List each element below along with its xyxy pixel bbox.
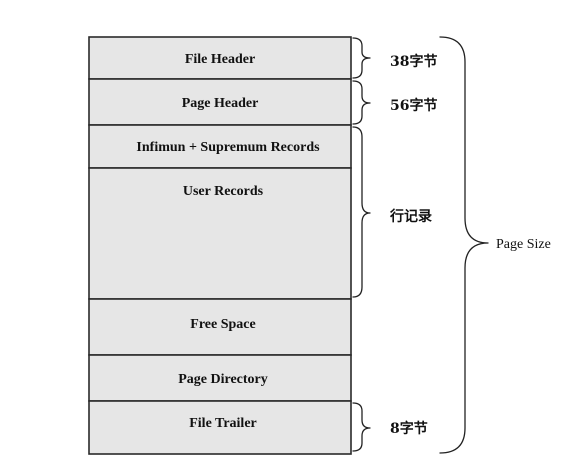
segment-infimum-supremum: Infimun + Supremum Records xyxy=(88,124,352,169)
segment-file-header: File Header xyxy=(88,36,352,80)
segment-page-header: Page Header xyxy=(88,78,352,126)
page-stack: File Header Page Header Infimun + Suprem… xyxy=(88,36,352,455)
file-trailer-brace xyxy=(352,402,371,452)
segment-file-header-box xyxy=(88,36,352,80)
segment-infimum-supremum-label: Infimun + Supremum Records xyxy=(136,140,320,155)
records-brace xyxy=(352,126,371,298)
segment-page-header-box xyxy=(88,78,352,126)
page-header-brace xyxy=(352,80,371,125)
segment-page-header-label: Page Header xyxy=(182,96,259,111)
row-records-label: 行记录 xyxy=(389,208,432,225)
page-size-label: Page Size xyxy=(496,237,551,252)
segment-user-records: User Records xyxy=(88,167,352,300)
segment-infimum-supremum-box xyxy=(88,124,352,169)
segment-user-records-label: User Records xyxy=(183,184,264,199)
segment-free-space: Free Space xyxy=(88,298,352,356)
segment-file-trailer-label: File Trailer xyxy=(189,416,257,431)
segment-page-directory-label: Page Directory xyxy=(178,372,268,387)
page-header-size-label: 56字节 xyxy=(390,97,437,114)
segment-file-trailer: File Trailer xyxy=(88,400,352,455)
file-header-brace xyxy=(352,37,371,79)
page-size-brace xyxy=(439,36,489,454)
segment-page-directory-box xyxy=(88,354,352,402)
segment-file-header-label: File Header xyxy=(185,52,255,67)
file-header-size-label: 38字节 xyxy=(390,53,437,70)
segment-file-trailer-box xyxy=(88,400,352,455)
file-trailer-size-label: 8字节 xyxy=(390,420,428,437)
segment-page-directory: Page Directory xyxy=(88,354,352,402)
segment-free-space-label: Free Space xyxy=(190,317,255,332)
segment-user-records-box xyxy=(88,167,352,300)
